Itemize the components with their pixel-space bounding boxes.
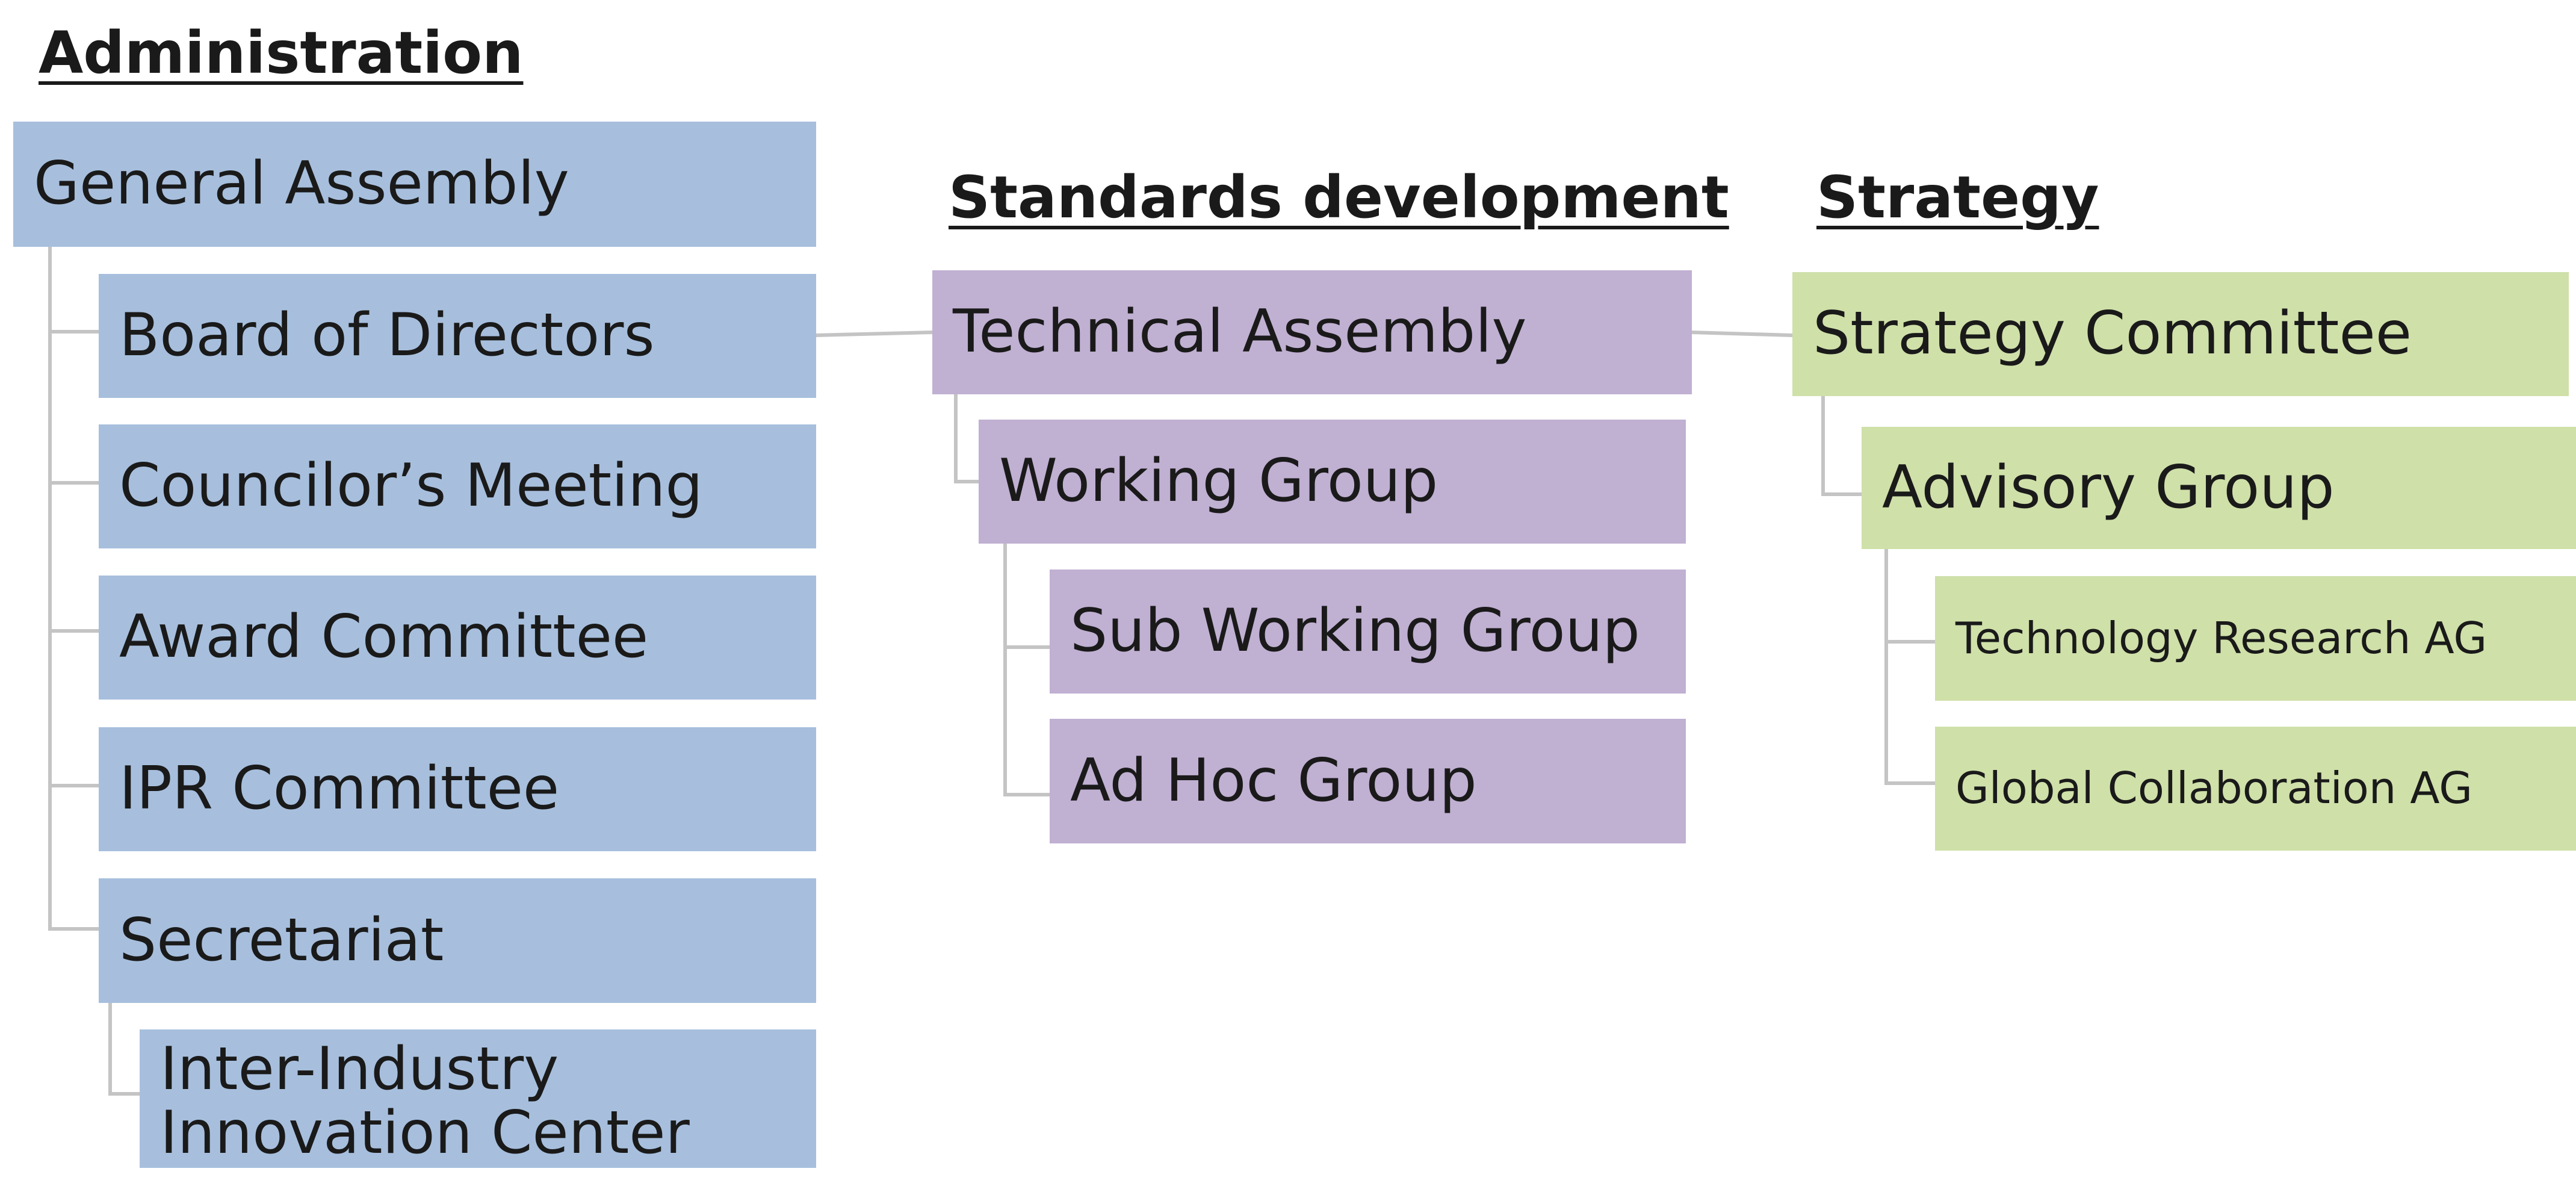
node-inter-industry-innovation-center: Inter-Industry Innovation Center	[140, 1029, 816, 1168]
connector-ag-trunk	[1884, 549, 1888, 785]
node-label: Global Collaboration AG	[1955, 763, 2473, 814]
connector-board-to-ta	[814, 331, 933, 337]
node-label: Award Committee	[119, 603, 649, 672]
connector-ta-trunk	[954, 394, 958, 483]
node-award-committee: Award Committee	[99, 576, 816, 700]
node-ad-hoc-group: Ad Hoc Group	[1050, 719, 1686, 843]
node-label: General Assembly	[34, 149, 569, 219]
node-label: Strategy Committee	[1813, 299, 2412, 368]
node-label-multiline: Inter-Industry Innovation Center	[160, 1035, 690, 1167]
node-label: Secretariat	[119, 905, 444, 975]
connector-sc-trunk	[1821, 396, 1825, 496]
heading-administration: Administration	[39, 19, 524, 87]
connector-iiic	[108, 1092, 141, 1096]
node-label: Sub Working Group	[1070, 597, 1640, 666]
node-working-group: Working Group	[979, 420, 1686, 544]
connector-tech-research	[1884, 640, 1935, 644]
connector-board	[48, 330, 100, 334]
node-councilors-meeting: Councilor’s Meeting	[99, 424, 816, 548]
connector-ad-hoc-group	[1003, 793, 1050, 796]
node-label-line-1: Inter-Industry	[160, 1035, 559, 1103]
node-label: Advisory Group	[1882, 453, 2335, 522]
node-label: Councilor’s Meeting	[119, 452, 703, 521]
node-technical-assembly: Technical Assembly	[932, 270, 1692, 394]
node-global-collaboration-ag: Global Collaboration AG	[1935, 727, 2576, 851]
heading-standards-development: Standards development	[949, 164, 1729, 231]
node-technology-research-ag: Technology Research AG	[1935, 576, 2576, 701]
node-label: Technical Assembly	[953, 297, 1527, 367]
node-strategy-committee: Strategy Committee	[1792, 272, 2569, 396]
connector-award	[48, 629, 100, 633]
connector-ipr	[48, 784, 100, 787]
node-sub-working-group: Sub Working Group	[1050, 570, 1686, 694]
node-label: IPR Committee	[119, 754, 560, 824]
connector-secretariat-trunk	[108, 1003, 112, 1096]
connector-councilor	[48, 481, 100, 485]
node-ipr-committee: IPR Committee	[99, 727, 816, 851]
node-label: Technology Research AG	[1955, 612, 2488, 663]
node-label-line-2: Innovation Center	[160, 1098, 690, 1167]
connector-global-collab	[1884, 781, 1935, 785]
connector-wg-trunk	[1003, 544, 1007, 796]
node-general-assembly: General Assembly	[13, 122, 816, 247]
node-label: Ad Hoc Group	[1070, 746, 1477, 815]
connector-working-group	[954, 480, 979, 483]
node-label: Working Group	[999, 447, 1438, 516]
heading-strategy: Strategy	[1816, 164, 2099, 231]
node-label: Board of Directors	[119, 301, 655, 370]
node-secretariat: Secretariat	[99, 878, 816, 1003]
connector-advisory-group	[1821, 492, 1862, 496]
connector-ta-to-sc	[1691, 331, 1793, 337]
node-board-of-directors: Board of Directors	[99, 274, 816, 398]
node-advisory-group: Advisory Group	[1862, 427, 2576, 549]
connector-secretariat	[48, 927, 100, 931]
connector-sub-working-group	[1003, 645, 1050, 649]
connector-admin-trunk	[48, 247, 52, 931]
